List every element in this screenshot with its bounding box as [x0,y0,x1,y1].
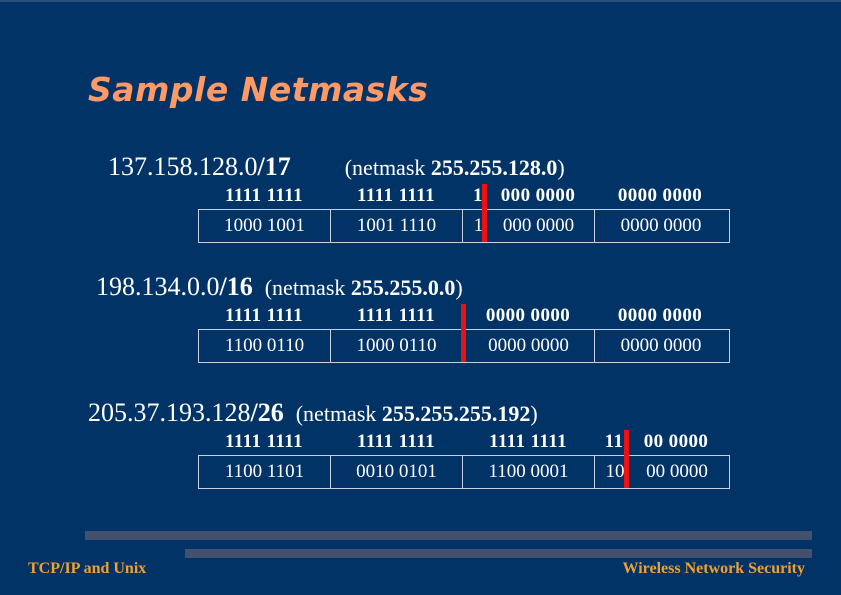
address-octet-2: 1000 0110 [331,329,463,362]
block-3-netmask-label: (netmask [295,401,382,426]
block-2-network-prefix: 198.134.0.0 [96,272,220,301]
block-2-cidr: /16 [219,272,253,301]
mask-octet-3-left: 1 [473,184,483,206]
mask-octet-4: 11 00 0000 [594,428,726,455]
block-1-netmask-boundary-marker [482,183,487,242]
footer-left-text: TCP/IP and Unix [28,560,147,577]
netmask-block-2: 198.134.0.0/16 (netmask 255.255.0.0) 1111… [0,272,841,363]
address-octet-3: 1 000 0000 [463,209,595,242]
block-1-network-prefix: 137.158.128.0 [108,152,258,181]
block-2-mask-row: 1111 1111 1111 1111 0000 0000 0000 0000 [198,302,728,329]
block-2-netmask-value: 255.255.0.0 [350,275,456,300]
footer-bar-bottom [185,549,812,558]
footer-bar-top [85,531,812,540]
address-octet-4: 10 00 0000 [595,456,727,488]
slide-top-edge [0,0,841,2]
address-octet-3: 0000 0000 [463,329,595,362]
block-3-mask-row: 1111 1111 1111 1111 1111 1111 11 00 0000 [198,428,728,455]
block-2-netmask-close: ) [455,275,463,300]
block-3-cidr: /26 [250,398,284,427]
address-octet-3: 1100 0001 [463,455,595,488]
address-octet-1: 1000 1001 [199,209,331,242]
mask-octet-3: 1 000 0000 [462,182,594,209]
block-1-address-row: 1000 1001 1001 1110 1 000 0000 0000 0000 [198,208,730,243]
block-3-address-row: 1100 1101 0010 0101 1100 0001 10 00 0000 [198,454,730,489]
address-octet-4: 0000 0000 [620,214,702,236]
address-octet-2: 1001 1110 [331,209,463,242]
block-2-netmask-boundary-marker [461,303,466,362]
block-3-heading: 205.37.193.128/26 (netmask 255.255.255.19… [88,398,841,428]
slide-title: Sample Netmasks [88,70,429,109]
block-1-cidr: /17 [257,152,291,181]
mask-octet-1: 1111 1111 [224,430,304,452]
block-1-netmask-value: 255.255.128.0 [430,155,558,180]
block-1-mask-row: 1111 1111 1111 1111 1 000 0000 0000 0000 [198,182,728,209]
address-octet-4-right: 00 0000 [646,460,708,482]
address-octet-2: 0010 0101 [331,455,463,488]
block-3-network-prefix: 205.37.193.128 [88,398,251,427]
mask-octet-1: 1111 1111 [224,184,304,206]
block-2-heading: 198.134.0.0/16 (netmask 255.255.0.0) [96,272,841,302]
mask-octet-3: 1111 1111 [488,430,568,452]
mask-octet-4-left: 11 [604,430,624,452]
block-1-heading: 137.158.128.0/17 (netmask 255.255.128.0) [108,152,841,182]
block-1-netmask-label: (netmask [344,155,431,180]
netmask-block-3: 205.37.193.128/26 (netmask 255.255.255.19… [0,398,841,489]
mask-octet-2: 1111 1111 [356,184,436,206]
address-octet-3-left: 1 [473,214,484,236]
mask-octet-4: 0000 0000 [617,184,703,206]
block-1-netmask-close: ) [557,155,565,180]
block-3-netmask-value: 255.255.255.192 [381,401,531,426]
block-3-netmask-close: ) [530,401,538,426]
mask-octet-4-right: 00 0000 [643,430,709,452]
address-octet-3-right: 000 0000 [502,214,575,236]
netmask-block-1: 137.158.128.0/17(netmask 255.255.128.0) … [0,152,841,243]
address-octet-4: 0000 0000 [620,334,702,356]
block-2-binary-grid: 1111 1111 1111 1111 0000 0000 0000 0000 … [198,302,730,363]
mask-octet-3-right: 000 0000 [500,184,576,206]
mask-octet-2: 1111 1111 [356,304,436,326]
address-octet-1: 1100 0110 [199,329,331,362]
mask-octet-2: 1111 1111 [356,430,436,452]
address-octet-1: 1100 1101 [199,455,331,488]
block-2-netmask-label: (netmask [264,275,351,300]
address-octet-4-left: 10 [605,460,625,482]
mask-octet-3: 0000 0000 [485,304,571,326]
mask-octet-4: 0000 0000 [617,304,703,326]
mask-octet-1: 1111 1111 [224,304,304,326]
footer-right-text: Wireless Network Security [622,560,805,577]
block-3-netmask-boundary-marker [624,429,629,488]
